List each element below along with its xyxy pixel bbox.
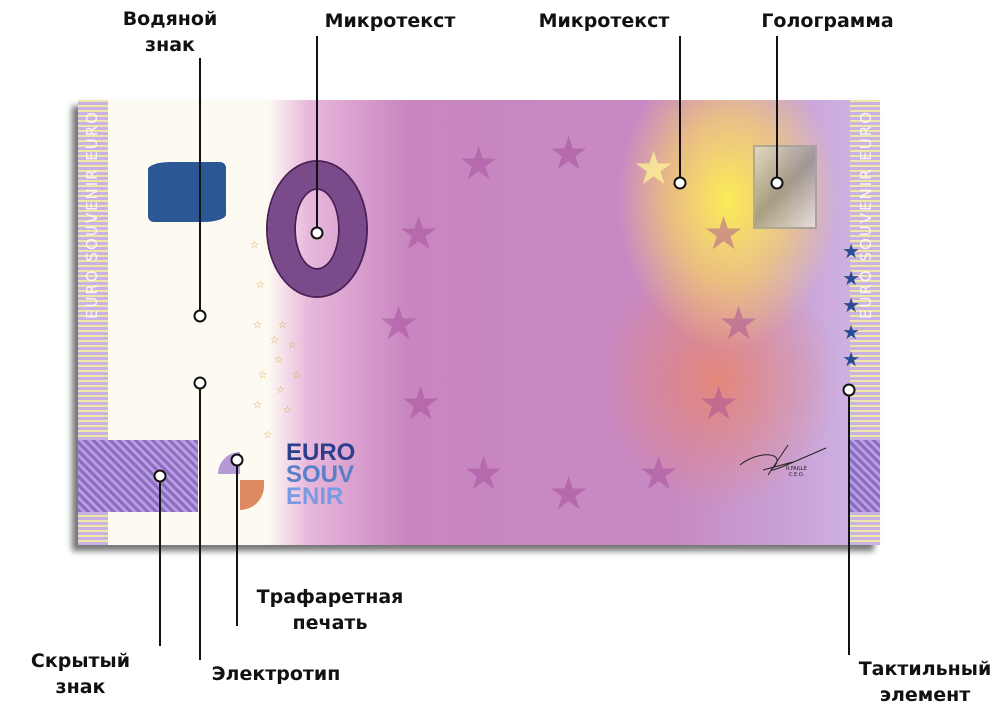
star-icon: ☆	[256, 280, 265, 291]
star-icon: ★	[463, 446, 505, 500]
star-icon: ☆	[278, 320, 287, 331]
star-icon: ☆	[270, 335, 279, 346]
callout-line-electrotype	[199, 383, 201, 660]
tactile-star-icon: ★	[842, 266, 860, 290]
callout-dot-electrotype	[193, 376, 207, 390]
star-icon: ☆	[253, 320, 262, 331]
callout-line-microtext-2	[679, 36, 681, 183]
star-icon: ★	[548, 126, 590, 180]
callout-dot-tactile	[842, 383, 856, 397]
star-icon: ★	[698, 376, 740, 430]
star-icon: ☆	[274, 355, 283, 366]
banknote: EURO SOUVENIR EURO EURO SOUVENIR EURO ★ …	[78, 100, 880, 545]
star-icon: ★	[400, 376, 442, 430]
callout-line-microtext-1	[316, 36, 318, 233]
callout-line-tactile	[848, 390, 850, 655]
callout-dot-microtext-1	[310, 226, 324, 240]
label-microtext-1: Микротекст	[324, 10, 456, 32]
star-icon: ★	[378, 296, 420, 350]
star-icon: ☆	[250, 240, 259, 251]
callout-line-screen-print	[236, 460, 238, 626]
screen-print-arc-bottom	[240, 480, 264, 510]
callout-dot-hidden-mark	[153, 469, 167, 483]
callout-dot-screen-print	[230, 453, 244, 467]
right-band	[850, 440, 880, 512]
star-icon: ☆	[288, 340, 297, 351]
callout-dot-watermark	[193, 309, 207, 323]
label-microtext-2: Микротекст	[538, 10, 670, 32]
star-icon: ★	[398, 206, 440, 260]
signature	[739, 444, 827, 476]
star-icon: ☆	[292, 370, 301, 381]
star-icon: ★	[633, 141, 675, 195]
hologram-eiffel	[753, 145, 817, 229]
tactile-star-icon: ★	[842, 320, 860, 344]
border-microtext-left: EURO SOUVENIR EURO	[83, 110, 101, 320]
label-hologram: Голограмма	[761, 10, 894, 32]
star-icon: ★	[548, 466, 590, 520]
star-icon: ☆	[276, 385, 285, 396]
star-icon: ★	[458, 136, 500, 190]
star-icon: ☆	[253, 400, 262, 411]
star-icon: ★	[703, 206, 745, 260]
callout-line-watermark	[199, 58, 201, 316]
eu-flag	[148, 162, 226, 222]
callout-dot-microtext-2	[673, 176, 687, 190]
star-icon: ☆	[263, 430, 272, 441]
euro-souvenir-logo: EURO SOUV ENIR	[286, 439, 356, 510]
tactile-star-icon: ★	[842, 347, 860, 371]
callout-dot-hologram	[770, 176, 784, 190]
callout-line-hologram	[776, 36, 778, 183]
star-icon: ★	[718, 296, 760, 350]
tactile-star-icon: ★	[842, 239, 860, 263]
star-icon: ☆	[283, 405, 292, 416]
star-icon: ★	[638, 446, 680, 500]
star-icon: ☆	[258, 370, 267, 381]
callout-line-hidden-mark	[159, 476, 161, 646]
label-electrotype: Электротип	[211, 663, 341, 685]
hidden-mark-band	[78, 440, 198, 512]
tactile-star-icon: ★	[842, 293, 860, 317]
